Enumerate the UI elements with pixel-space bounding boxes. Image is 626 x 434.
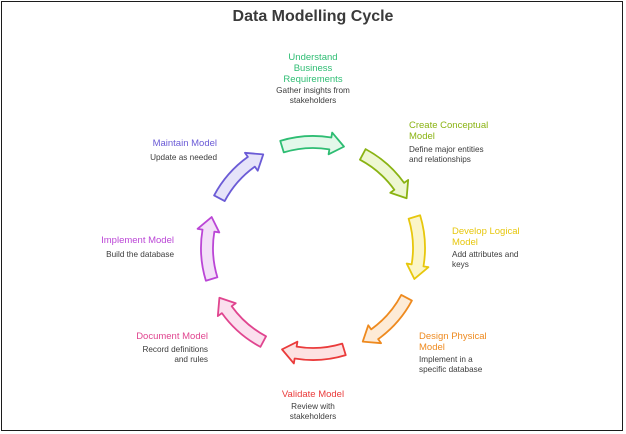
arrow-conceptual-icon bbox=[359, 148, 410, 200]
step-maintain-label: Maintain Model bbox=[152, 138, 217, 149]
arrow-physical-icon bbox=[361, 294, 413, 345]
step-document-label: Document Model bbox=[136, 331, 208, 342]
arrow-logical-icon bbox=[405, 214, 430, 280]
arrow-understand-icon bbox=[279, 131, 345, 156]
arrow-document-icon bbox=[216, 296, 267, 348]
diagram-title: Data Modelling Cycle bbox=[232, 8, 394, 25]
arrow-implement-icon bbox=[196, 216, 221, 282]
arrow-maintain-icon bbox=[213, 151, 265, 202]
step-maintain-desc: Update as needed bbox=[150, 153, 217, 162]
step-implement-desc: Build the database bbox=[106, 250, 174, 259]
step-implement-label: Implement Model bbox=[101, 235, 174, 246]
step-validate-label: Validate Model bbox=[281, 389, 345, 400]
arrow-validate-icon bbox=[281, 340, 347, 365]
